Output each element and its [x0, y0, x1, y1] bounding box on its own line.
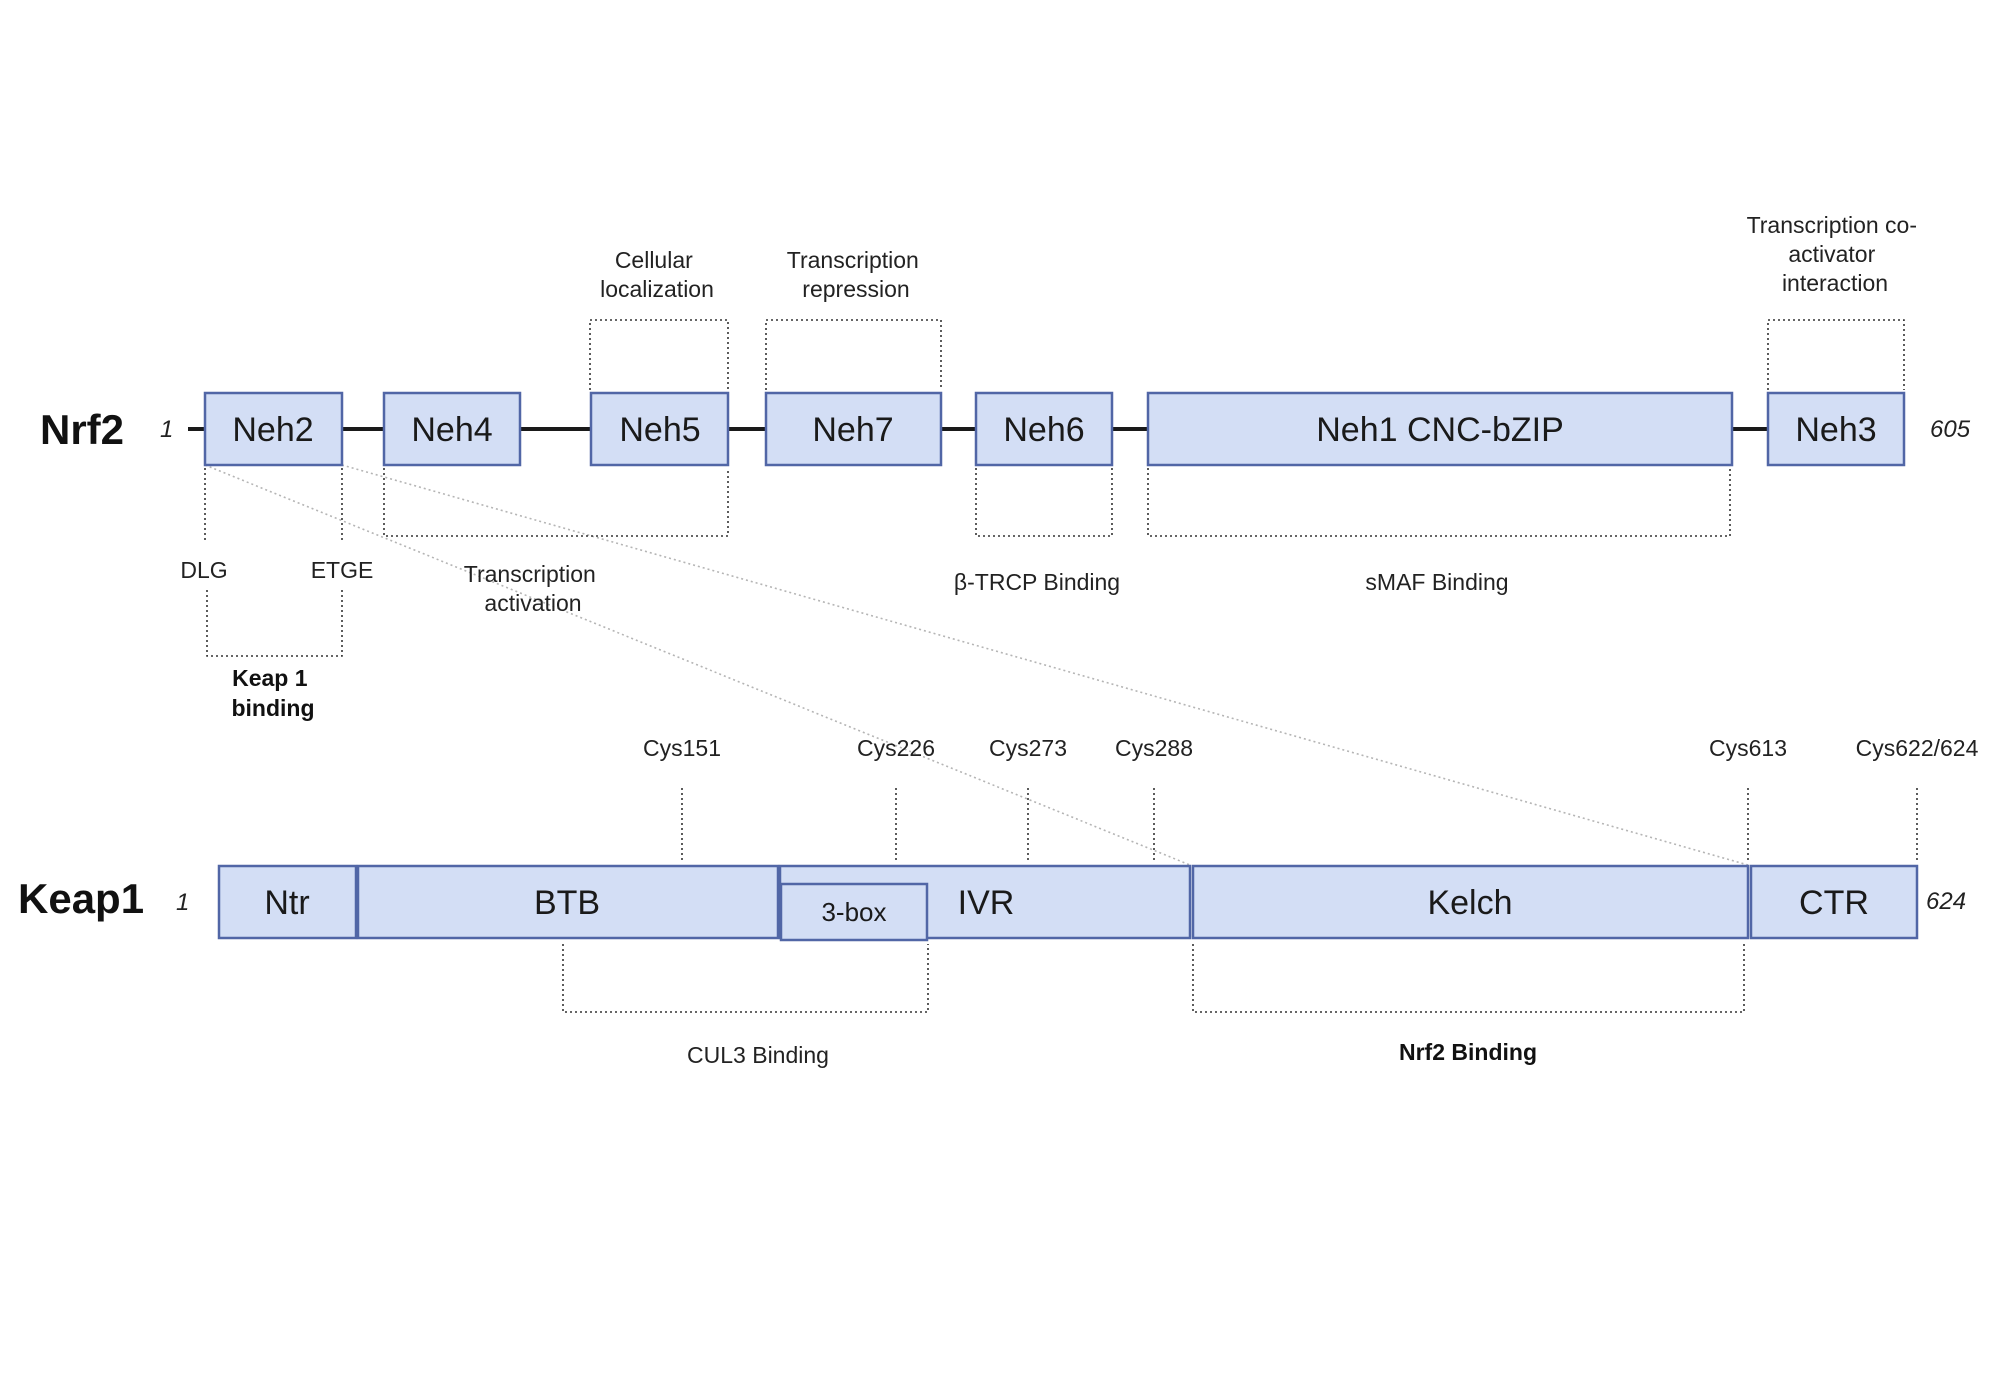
nrf2-domain-neh1: Neh1 CNC-bZIP [1146, 391, 1734, 467]
neh6-label: Neh6 [1003, 411, 1084, 449]
keap1-domain-kelch: Kelch [1191, 864, 1750, 940]
bracket-keap1-binding [206, 590, 343, 657]
label-cys151: Cys151 [643, 735, 721, 761]
zoom-guide-dlg [204, 464, 1191, 866]
label-cys622-624: Cys622/624 [1856, 735, 1979, 761]
btb-label: BTB [534, 884, 600, 922]
bracket-neh3-top [1767, 319, 1905, 390]
neh4-label: Neh4 [411, 411, 492, 449]
keap1-start: 1 [176, 889, 189, 916]
bracket-nrf2-binding [1192, 944, 1745, 1013]
annotation-transcription-activation: Transcription activation [464, 561, 602, 616]
annotation-cul3-binding: CUL3 Binding [687, 1042, 829, 1068]
label-cys613: Cys613 [1709, 735, 1787, 761]
nrf2-label: Nrf2 [40, 406, 124, 453]
annotation-etge: ETGE [311, 557, 374, 583]
annotation-transcription-repression: Transcription repression [787, 247, 925, 302]
neh2-label: Neh2 [232, 411, 313, 449]
ivr-label: IVR [958, 884, 1015, 922]
bracket-transcription-activation [383, 468, 729, 537]
kelch-label: Kelch [1427, 884, 1512, 922]
annotation-dlg: DLG [180, 557, 227, 583]
nrf2-domain-neh3: Neh3 [1766, 391, 1906, 467]
keap1-domain-btb: BTB [356, 864, 780, 940]
nrf2-start: 1 [160, 416, 173, 443]
bracket-cul3-binding [562, 944, 929, 1013]
keap1-domain-3box: 3-box [779, 882, 929, 942]
bracket-neh7-top [765, 319, 942, 390]
threebox-label: 3-box [821, 897, 886, 927]
nrf2-end: 605 [1930, 416, 1971, 443]
ntr-label: Ntr [264, 884, 309, 922]
annotation-keap1-binding: Keap 1 binding [231, 665, 314, 721]
bracket-btrcp [975, 468, 1113, 537]
keap1-domain-ctr: CTR [1749, 864, 1919, 940]
annotation-smaf-binding: sMAF Binding [1365, 569, 1508, 595]
annotation-nrf2-binding: Nrf2 Binding [1399, 1039, 1537, 1065]
zoom-guide-etge [341, 464, 1749, 866]
annotation-coactivator-interaction: Transcription co- activator interaction [1747, 212, 1924, 296]
nrf2-domain-neh5: Neh5 [589, 391, 730, 467]
neh3-label: Neh3 [1795, 411, 1876, 449]
neh5-label: Neh5 [619, 411, 700, 449]
keap1-label: Keap1 [18, 875, 144, 922]
label-cys273: Cys273 [989, 735, 1067, 761]
label-cys288: Cys288 [1115, 735, 1193, 761]
bracket-neh5-top [589, 319, 729, 390]
keap1-domain-ntr: Ntr [217, 864, 358, 940]
nrf2-domain-neh2: Neh2 [203, 391, 344, 467]
neh7-label: Neh7 [812, 411, 893, 449]
nrf2-domain-neh6: Neh6 [974, 391, 1114, 467]
keap1-end: 624 [1926, 888, 1966, 915]
neh1-label: Neh1 CNC-bZIP [1316, 411, 1564, 449]
ctr-label: CTR [1799, 884, 1869, 922]
annotation-btrcp-binding: β-TRCP Binding [954, 569, 1120, 595]
nrf2-domain-neh4: Neh4 [382, 391, 522, 467]
annotation-cellular-localization: Cellular localization [600, 247, 714, 302]
label-cys226: Cys226 [857, 735, 935, 761]
bracket-smaf [1147, 468, 1731, 537]
nrf2-domain-neh7: Neh7 [764, 391, 943, 467]
